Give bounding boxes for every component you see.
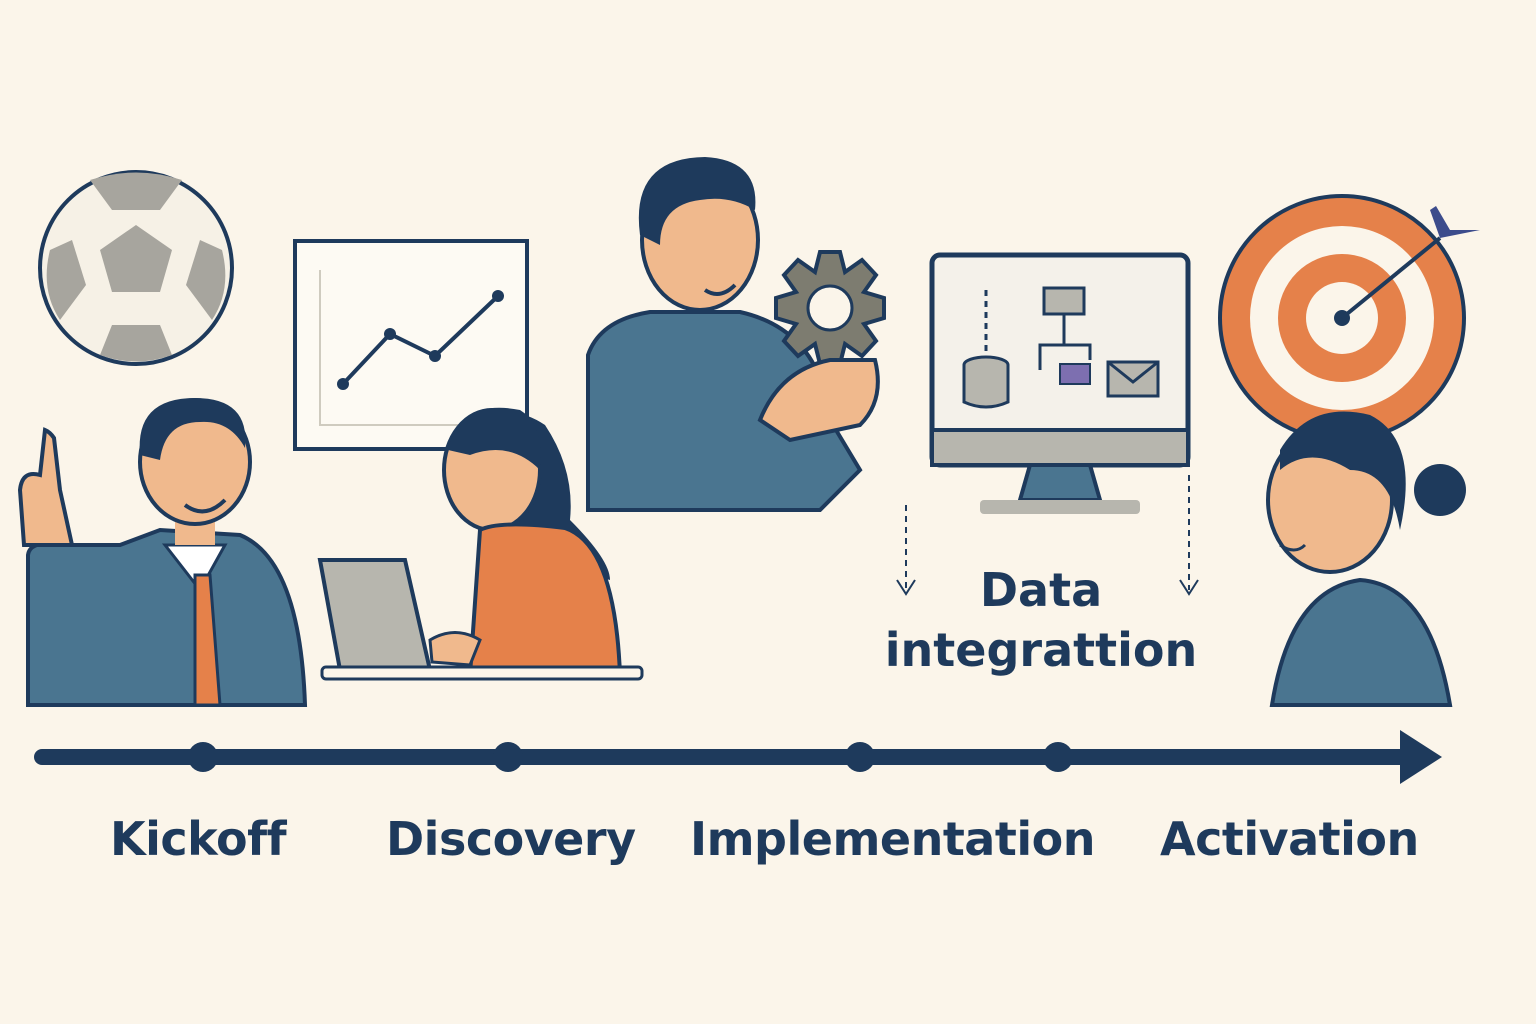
timeline-node-discovery xyxy=(493,742,523,772)
activation-user xyxy=(1266,411,1466,707)
soccer-ball-icon xyxy=(38,170,234,366)
timeline xyxy=(34,730,1442,784)
stage-label-activation: Activation xyxy=(1160,812,1419,866)
hands xyxy=(757,358,880,443)
monitor-flowchart-icon xyxy=(929,252,1191,514)
implementation-engineer xyxy=(586,157,863,512)
stage-label-kickoff: Kickoff xyxy=(110,812,287,866)
discovery-analyst xyxy=(317,407,644,681)
target-icon xyxy=(1218,194,1480,442)
timeline-node-implementation xyxy=(845,742,875,772)
annotation-line1: Data xyxy=(979,563,1103,617)
timeline-node-data xyxy=(1043,742,1073,772)
stage-label-discovery: Discovery xyxy=(386,812,636,866)
timeline-node-kickoff xyxy=(188,742,218,772)
stage-label-implementation: Implementation xyxy=(690,812,1095,866)
annotation-line2: integrattion xyxy=(884,623,1198,677)
data-integration-annotation: Data integrattion xyxy=(876,560,1206,680)
line-chart-icon xyxy=(293,239,529,451)
dashed-arrows xyxy=(896,475,1199,596)
gear-icon xyxy=(774,250,886,366)
kickoff-presenter xyxy=(17,398,308,707)
